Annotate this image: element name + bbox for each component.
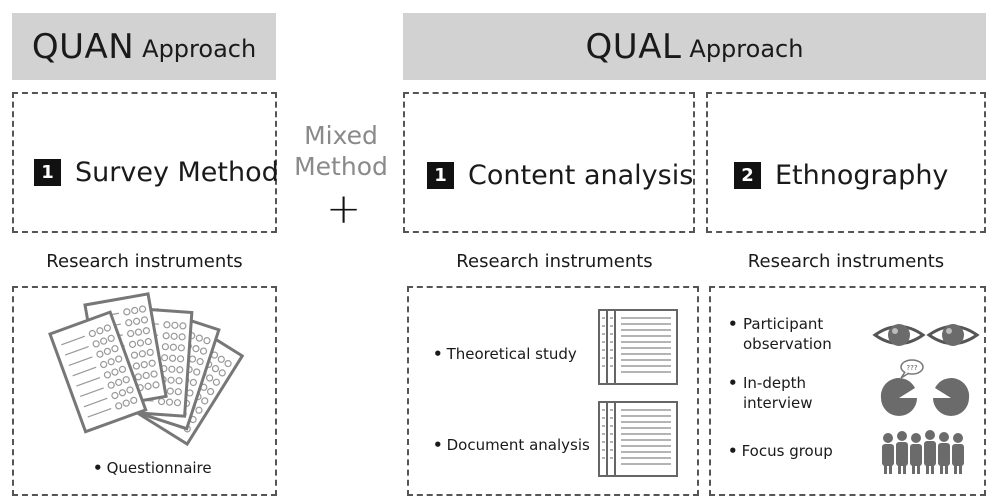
questionnaire-icon (48, 292, 244, 446)
survey-method-name: Survey Method (75, 157, 279, 188)
qual-header: QUAL Approach (403, 13, 986, 80)
focus-group-item: •Focus group (728, 442, 833, 460)
focus-group-label: Focus group (741, 442, 833, 460)
in-depth-interview-label: In-depth interview (743, 374, 813, 412)
theoretical-study-label: Theoretical study (446, 345, 577, 363)
content-analysis-name: Content analysis (468, 160, 694, 191)
mixed-line2: Method (294, 152, 388, 181)
content-analysis-method: 1 Content analysis (427, 160, 693, 191)
ethnography-box (706, 92, 986, 233)
eyes-icon (872, 324, 980, 346)
quan-header-main: QUAN (31, 26, 135, 67)
in-depth-interview-item: • In-depth interview (728, 373, 848, 413)
ethnography-method: 2 Ethnography (734, 160, 948, 191)
content-analysis-box (403, 92, 695, 233)
participant-observation-item: • Participant observation (728, 314, 848, 354)
theoretical-study-item: •Theoretical study (433, 345, 577, 363)
ethno-instruments-label: Research instruments (747, 251, 945, 272)
questionnaire-label: Questionnaire (106, 459, 212, 477)
survey-method-number: 1 (34, 159, 61, 186)
document-analysis-label: Document analysis (446, 436, 590, 454)
document-analysis-item: •Document analysis (433, 436, 590, 454)
content-analysis-number: 1 (427, 162, 454, 189)
quan-header-sub: Approach (142, 34, 257, 63)
document-stack-icon (598, 401, 678, 477)
interview-icon: ??? (880, 359, 970, 416)
qual-header-main: QUAL (585, 26, 682, 67)
content-instruments-label: Research instruments (456, 251, 653, 272)
participant-observation-label: Participant observation (743, 315, 832, 353)
mixed-method-label: Mixed Method (282, 120, 400, 182)
quan-header: QUAN Approach (12, 13, 276, 80)
plus-symbol: + (326, 184, 362, 233)
speech-bubble-text: ??? (906, 364, 917, 372)
document-stack-icon (598, 309, 678, 385)
survey-method: 1 Survey Method (34, 157, 279, 188)
mixed-line1: Mixed (304, 121, 378, 150)
questionnaire-item: •Questionnaire (93, 459, 212, 477)
focus-group-icon (882, 430, 964, 474)
ethnography-name: Ethnography (775, 160, 949, 191)
survey-method-box (12, 92, 277, 233)
qual-header-sub: Approach (689, 34, 804, 63)
ethnography-number: 2 (734, 162, 761, 189)
quan-instruments-label: Research instruments (46, 251, 243, 272)
